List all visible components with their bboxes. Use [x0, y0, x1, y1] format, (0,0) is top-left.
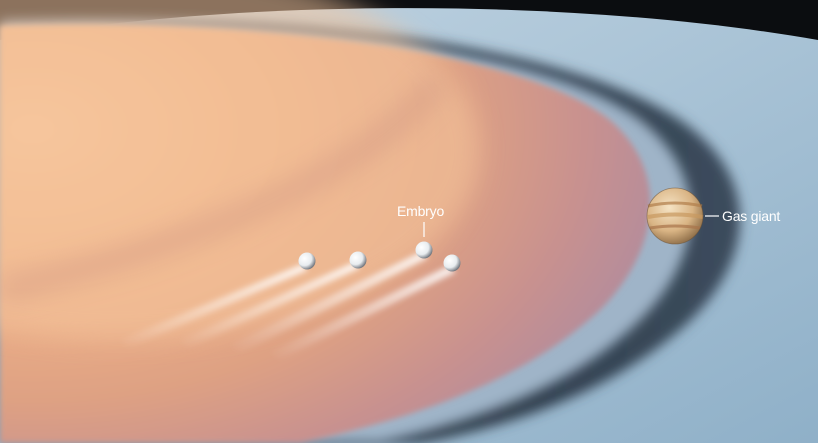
embryo-2	[349, 251, 367, 269]
embryo-label: Embryo	[397, 203, 445, 219]
embryo-trails	[120, 252, 456, 360]
gas-giant-label: Gas giant	[722, 208, 781, 224]
embryos	[298, 241, 461, 272]
embryo-3	[415, 241, 433, 259]
embryo-trail-2	[180, 262, 360, 348]
inner-disk-lane	[0, 71, 451, 303]
gas-giant-planet	[646, 187, 704, 245]
embryo-trail-4	[270, 266, 456, 360]
embryo-1	[298, 252, 316, 270]
embryo-trail-3	[230, 252, 428, 353]
embryo-4	[443, 254, 461, 272]
embryo-trail-1	[120, 264, 308, 348]
